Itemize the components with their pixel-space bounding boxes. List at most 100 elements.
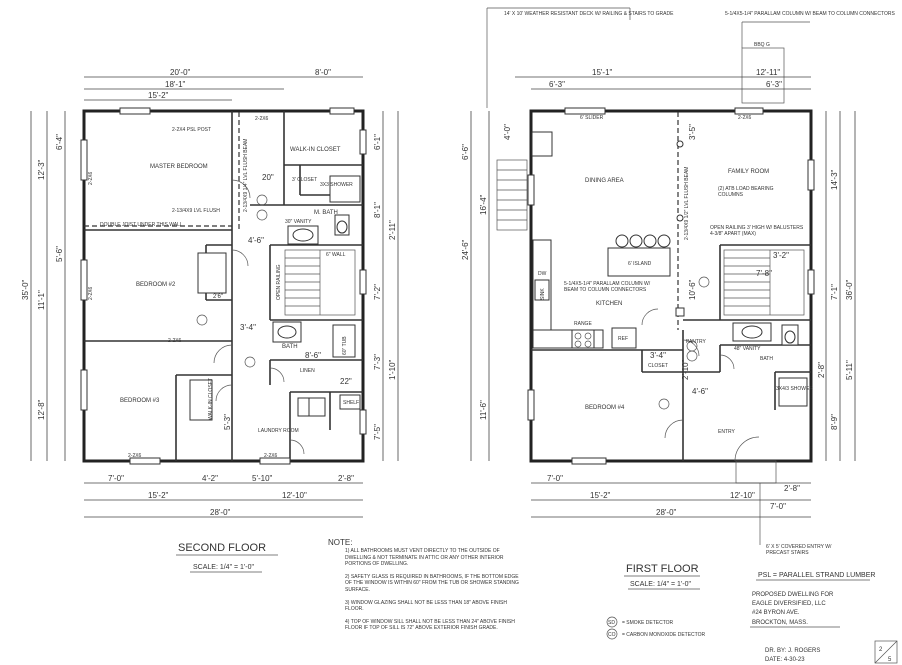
slider-label: 6' SLIDER [580, 115, 604, 121]
shower-first-floor-label: 3X4/3 SHOWER [776, 386, 813, 392]
psl-post-label: 2-2X4 PSL POST [172, 127, 211, 133]
second-floor-scale: SCALE: 1/4" = 1'-0" [193, 564, 254, 571]
vanity-label: 30" VANITY [285, 219, 312, 225]
second-floor-stairs [284, 249, 356, 316]
family-room-label: FAMILY ROOM [728, 169, 769, 175]
title-block-line-2: EAGLE DIVERSIFIED, LLC [752, 601, 826, 607]
first-floor-smoke-detectors [658, 276, 710, 410]
first-floor-header-label: 2-2X6 [738, 115, 752, 121]
sf-right-dim-2: 8'-1" [373, 202, 382, 218]
dim-8-6-label: 8'-6" [305, 351, 321, 360]
bedroom-3-label: BEDROOM #3 [120, 398, 160, 404]
header-label-3: 2-2X6 [88, 286, 94, 300]
entry-label: ENTRY [718, 429, 736, 435]
first-floor-doors [641, 308, 760, 462]
bath-first-floor-label: BATH [760, 356, 773, 362]
sf-right-dim-5: 7'-3" [373, 354, 382, 370]
note-item-1: 1) ALL BATHROOMS MUST VENT DIRECTLY TO T… [345, 548, 504, 568]
second-floor-title: SECOND FLOOR [178, 542, 266, 554]
ff-left-dim-2: 4'-0" [503, 124, 512, 140]
sf-bottom-dim-2: 4'-2" [202, 474, 218, 483]
dim-4-6-ff-label: 4'-6" [692, 387, 708, 396]
first-floor-windows [527, 107, 815, 465]
ff-right-dim-5: 7'-1" [830, 284, 839, 300]
master-bedroom-label: MASTER BEDROOM [150, 164, 208, 170]
co-detector-symbol: CO [608, 632, 616, 638]
ff-top-dim-3: 6'-3" [549, 80, 565, 89]
laundry-room-label: LAUNDRY ROOM [258, 428, 299, 434]
second-floor-dimension-lines [30, 76, 399, 518]
sf-right-dim-4: 7'-2" [373, 284, 382, 300]
sf-left-dim-4: 11'-1" [37, 290, 46, 310]
ff-bottom-dim-6: 7'-0" [770, 502, 786, 511]
ff-top-dim-2: 12'-11" [756, 68, 780, 77]
deck-outline [486, 7, 810, 108]
island-label: 6' ISLAND [628, 261, 652, 267]
header-label-6: 2-2X6 [168, 338, 182, 344]
ff-left-dim-5: 11'-6" [479, 400, 488, 420]
dim-3-4-label: 3'-4" [240, 323, 256, 332]
sheet-total: 5 [888, 657, 892, 663]
second-floor-fixtures [189, 175, 361, 421]
first-floor-dimension-lines [470, 76, 856, 518]
sf-left-dim-6: 12'-8" [37, 399, 46, 420]
psl-note-label: PSL = PARALLEL STRAND LUMBER [758, 572, 875, 579]
drawing-date: DATE: 4-30-23 [765, 657, 805, 663]
sf-bottom-dim-7: 28'-0" [210, 508, 231, 517]
kitchen-label: KITCHEN [596, 301, 622, 307]
ff-bottom-dim-3: 12'-10" [730, 491, 755, 500]
second-floor-smoke-detectors [196, 194, 268, 368]
second-floor-doors [213, 179, 305, 455]
ff-right-dim-3: 3'-5" [688, 124, 697, 140]
header-label-5: 2-2X6 [264, 453, 278, 459]
bedroom-2-label: BEDROOM #2 [136, 282, 176, 288]
ff-right-dim-7: 2'-8" [817, 362, 826, 378]
ff-left-dim-3: 24'-6" [461, 239, 470, 260]
open-railing-note: OPEN RAILING 3' HIGH W/ BALUSTERS 4-3/8"… [710, 225, 804, 237]
first-floor-interior-walls [531, 244, 811, 461]
shelf-label: SHELF [343, 400, 359, 406]
sf-left-dim-1: 35'-0" [21, 279, 30, 300]
first-floor-stairs [723, 249, 805, 316]
ff-bottom-dim-1: 7'-0" [547, 474, 563, 483]
title-block-line-3: #24 BYRON AVE. [752, 610, 800, 616]
first-floor-plan: 14' X 10' WEATHER RESISTANT DECK W/ RAIL… [461, 7, 895, 590]
title-block-line-1: PROPOSED DWELLING FOR [752, 592, 834, 598]
flush-beam-label-2: 2-13/4X9 LVL FLUSH [172, 208, 220, 214]
co-detector-legend: = CARBON MONOXIDE DETECTOR [622, 632, 706, 638]
stair-wall-label: 6" WALL [326, 252, 346, 258]
drawn-by: DR. BY: J. ROGERS [765, 648, 820, 654]
dim-7-8-label: 7'-8" [756, 269, 772, 278]
ff-top-dim-4: 6'-3" [766, 80, 782, 89]
linen-label: LINEN [300, 368, 315, 374]
shower-label: 3X3 SHOWER [320, 182, 353, 188]
bath-label: BATH [282, 344, 298, 350]
note-item-3: 3) WINDOW GLAZING SHALL NOT BE LESS THAN… [345, 599, 507, 613]
dim-3-4-ff-label: 3'-4" [650, 351, 666, 360]
parallam-column-label: 5-1/4X5-1/4" PARALLAM COLUMN W/ BEAM TO … [564, 281, 651, 293]
sf-bottom-dim-6: 12'-10" [282, 491, 307, 500]
bearing-columns-label: (2) ATB LOAD BEARING COLUMNS [718, 186, 774, 198]
column-connector-label: 5-1/4X5-1/4" PARALLAM COLUMN W/ BEAM TO … [725, 11, 895, 17]
closet-width-label: 2'6" [213, 294, 223, 300]
legend: SD = SMOKE DETECTOR CO = CARBON MONOXIDE… [606, 616, 706, 640]
note-item-4: 4) TOP OF WINDOW SILL SHALL NOT BE LESS … [345, 618, 515, 632]
double-joist-label: DOUBLE JOIST UNDER THIS WALL [100, 222, 183, 228]
sf-top-dim-4: 15'-2" [148, 91, 169, 100]
sf-right-dim-7: 7'-5" [373, 424, 382, 440]
master-bath-label: M. BATH [314, 210, 338, 216]
ff-bottom-dim-4: 28'-0" [656, 508, 677, 517]
ff-right-dim-2: 14'-3" [830, 169, 839, 190]
header-label-1: 2-2X6 [255, 116, 269, 122]
ff-left-dim-1: 6'-6" [461, 144, 470, 160]
sf-top-dim-2: 8'-0" [315, 68, 331, 77]
ref-label: REF [618, 336, 628, 342]
pantry-label: PANTRY [686, 339, 706, 345]
dim-2-10-label: 2'-10" [681, 359, 690, 380]
header-label-4: 2-2X6 [128, 453, 142, 459]
dim-4-6-label: 4'-6" [248, 236, 264, 245]
first-floor-beam-label: 2-13/4X9 1/2" LVL FLUSH BEAM [684, 167, 690, 240]
closet-first-floor-label: CLOSET [648, 363, 668, 369]
sf-left-dim-3: 6'-4" [55, 134, 64, 150]
